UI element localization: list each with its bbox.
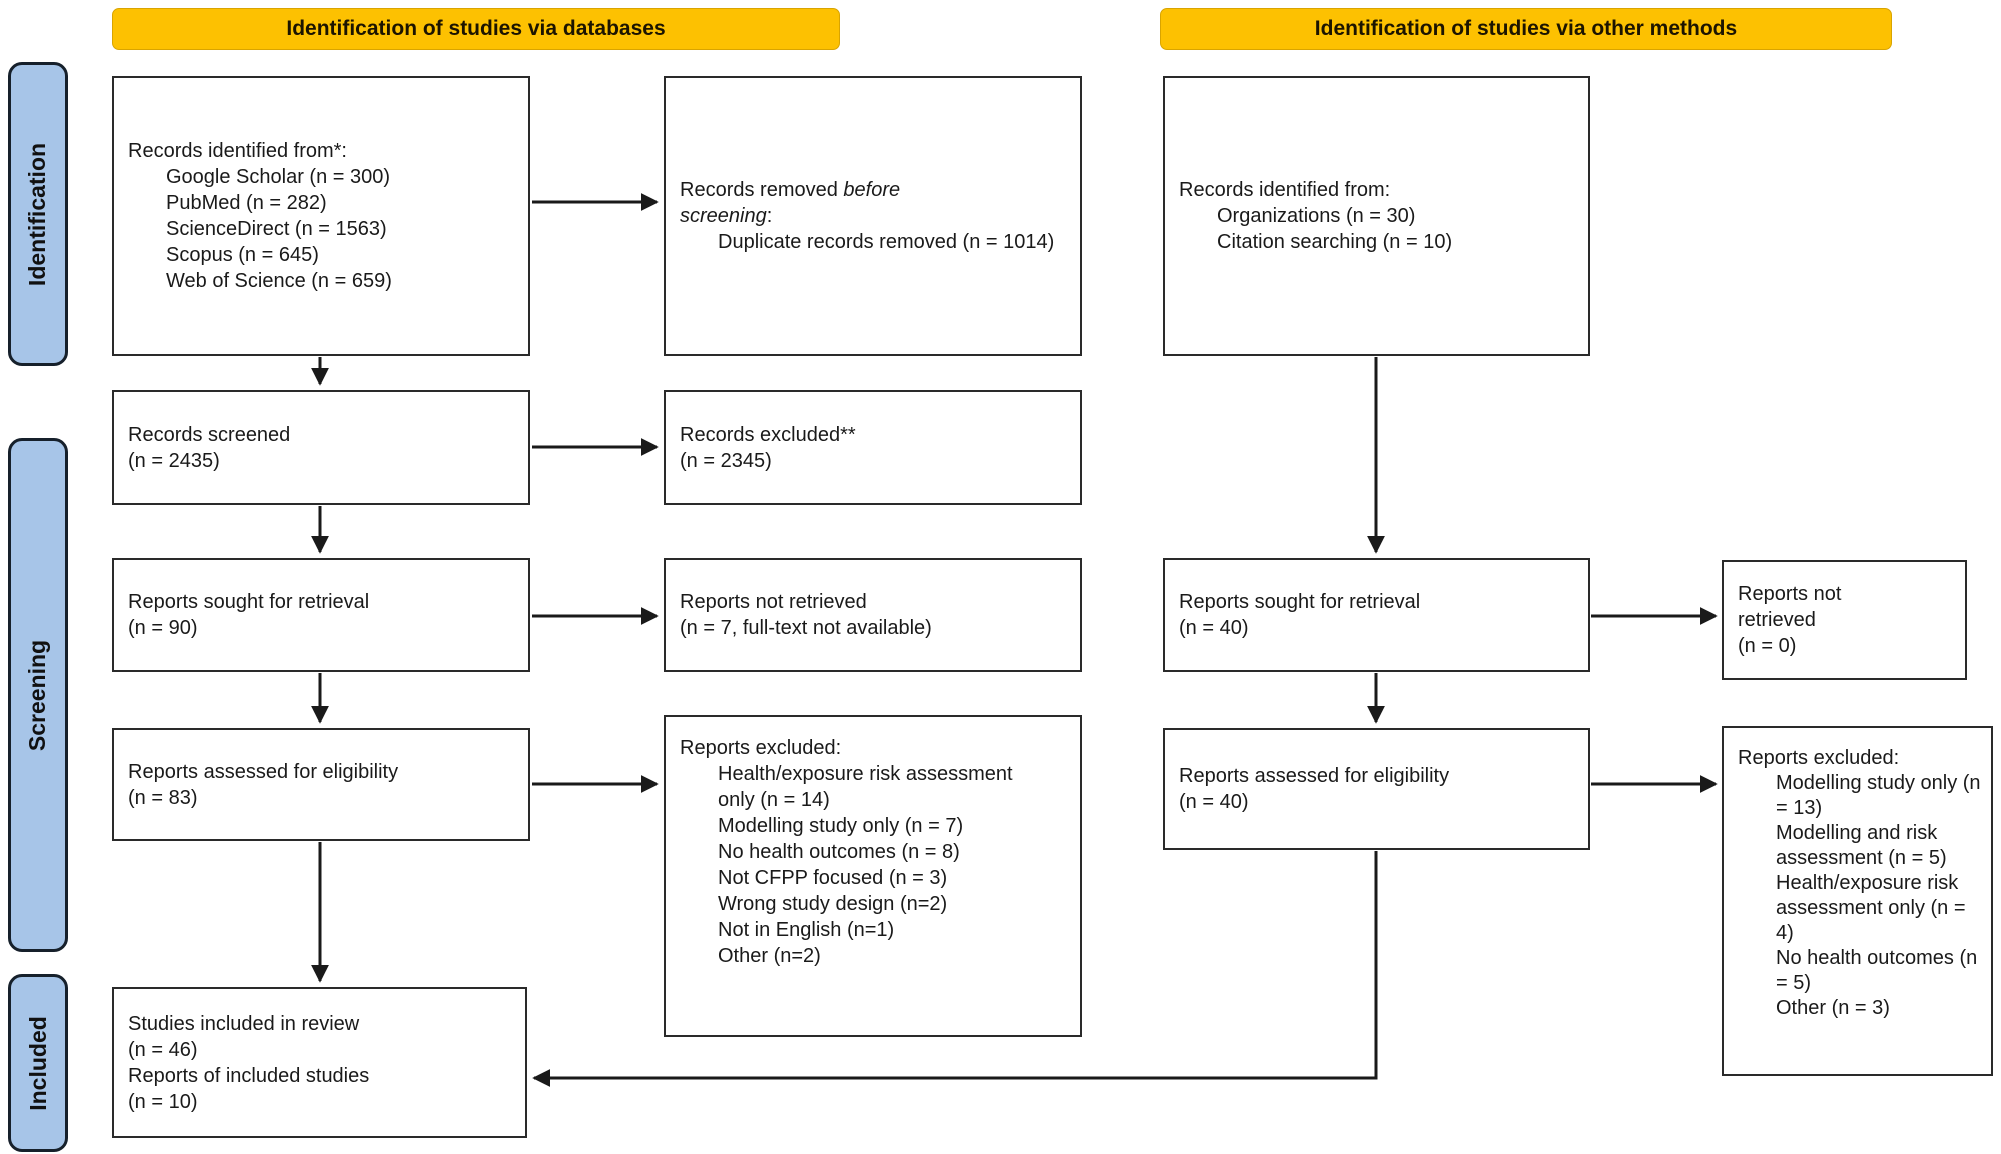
list-item: No health outcomes (n = 8) xyxy=(718,841,960,863)
box-records-identified-databases: Records identified from*: Google Scholar… xyxy=(112,76,530,356)
stage-label-included-text: Included xyxy=(24,1015,51,1111)
stage-label-identification: Identification xyxy=(8,62,68,366)
box-line: (n = 40) xyxy=(1179,617,1249,639)
list-item: Web of Science (n = 659) xyxy=(166,270,392,292)
list-item: Not CFPP focused (n = 3) xyxy=(718,867,948,889)
box-line: (n = 0) xyxy=(1738,635,1797,657)
header-databases: Identification of studies via databases xyxy=(112,8,840,50)
list-item: Modelling and risk assessment (n = 5) xyxy=(1776,822,1947,869)
box-line: Records screened xyxy=(128,423,291,446)
box-title: Records identified from*: xyxy=(128,140,347,162)
box-line: Reports assessed for eligibility xyxy=(128,760,399,783)
list-item: Modelling study only (n = 13) xyxy=(1776,772,1981,819)
box-line: retrieved xyxy=(1738,609,1816,631)
box-line: (n = 46) xyxy=(128,1038,198,1061)
box-line: Studies included in review xyxy=(128,1012,360,1035)
box-records-removed: Records removed before screening: Duplic… xyxy=(664,76,1082,356)
list-item: Health/exposure risk assessment only (n … xyxy=(1776,872,1966,944)
box-line: screening: xyxy=(680,205,773,227)
box-line: (n = 83) xyxy=(128,786,198,809)
list-item: Health/exposure risk assessment only (n … xyxy=(718,763,1013,811)
stage-label-screening: Screening xyxy=(8,438,68,952)
box-line: (n = 7, full-text not available) xyxy=(680,617,932,639)
list-item: ScienceDirect (n = 1563) xyxy=(166,218,387,240)
box-reports-sought-other: Reports sought for retrieval (n = 40) xyxy=(1163,558,1590,672)
list-item: Google Scholar (n = 300) xyxy=(166,166,391,188)
box-line: (n = 2435) xyxy=(128,449,220,472)
list-item: Duplicate records removed (n = 1014) xyxy=(718,231,1055,253)
box-line: Reports sought for retrieval xyxy=(1179,591,1421,613)
box-reports-not-retrieved-other: Reports not retrieved (n = 0) xyxy=(1722,560,1967,680)
list-item: Citation searching (n = 10) xyxy=(1217,231,1453,253)
box-studies-included: Studies included in review (n = 46) Repo… xyxy=(112,987,527,1138)
stage-label-screening-text: Screening xyxy=(24,639,51,751)
box-reports-assessed-other: Reports assessed for eligibility (n = 40… xyxy=(1163,728,1590,850)
box-reports-excluded-databases: Reports excluded: Health/exposure risk a… xyxy=(664,715,1082,1037)
list-item: Organizations (n = 30) xyxy=(1217,205,1416,227)
list-item: Modelling study only (n = 7) xyxy=(718,815,964,837)
box-reports-not-retrieved-databases: Reports not retrieved (n = 7, full-text … xyxy=(664,558,1082,672)
box-reports-sought-databases: Reports sought for retrieval (n = 90) xyxy=(112,558,530,672)
box-line: Records removed before xyxy=(680,179,901,201)
list-item: Wrong study design (n=2) xyxy=(718,893,948,915)
box-title: Reports excluded: xyxy=(1738,747,1900,769)
box-line: (n = 40) xyxy=(1179,791,1249,813)
box-line: Reports not xyxy=(1738,583,1842,605)
box-records-identified-other: Records identified from: Organizations (… xyxy=(1163,76,1590,356)
list-item: Other (n = 3) xyxy=(1776,997,1890,1019)
box-records-screened: Records screened (n = 2435) xyxy=(112,390,530,505)
box-line: (n = 90) xyxy=(128,617,198,639)
box-records-excluded: Records excluded** (n = 2345) xyxy=(664,390,1082,505)
list-item: No health outcomes (n = 5) xyxy=(1776,947,1978,994)
list-item: PubMed (n = 282) xyxy=(166,192,327,214)
header-other-methods: Identification of studies via other meth… xyxy=(1160,8,1892,50)
list-item: Not in English (n=1) xyxy=(718,919,895,941)
box-reports-excluded-other: Reports excluded: Modelling study only (… xyxy=(1722,726,1993,1076)
box-line: Reports assessed for eligibility xyxy=(1179,765,1450,787)
list-item: Other (n=2) xyxy=(718,945,821,967)
box-line: Records excluded** xyxy=(680,423,856,446)
box-line: (n = 2345) xyxy=(680,449,772,472)
box-title: Records identified from: xyxy=(1179,179,1391,201)
stage-label-included: Included xyxy=(8,974,68,1152)
box-line: Reports of included studies xyxy=(128,1064,370,1087)
stage-label-identification-text: Identification xyxy=(24,142,51,286)
box-line: Reports not retrieved xyxy=(680,591,867,613)
box-line: (n = 10) xyxy=(128,1090,198,1113)
box-reports-assessed-databases: Reports assessed for eligibility (n = 83… xyxy=(112,728,530,841)
box-line: Reports sought for retrieval xyxy=(128,591,370,613)
box-title: Reports excluded: xyxy=(680,737,842,759)
list-item: Scopus (n = 645) xyxy=(166,244,319,266)
